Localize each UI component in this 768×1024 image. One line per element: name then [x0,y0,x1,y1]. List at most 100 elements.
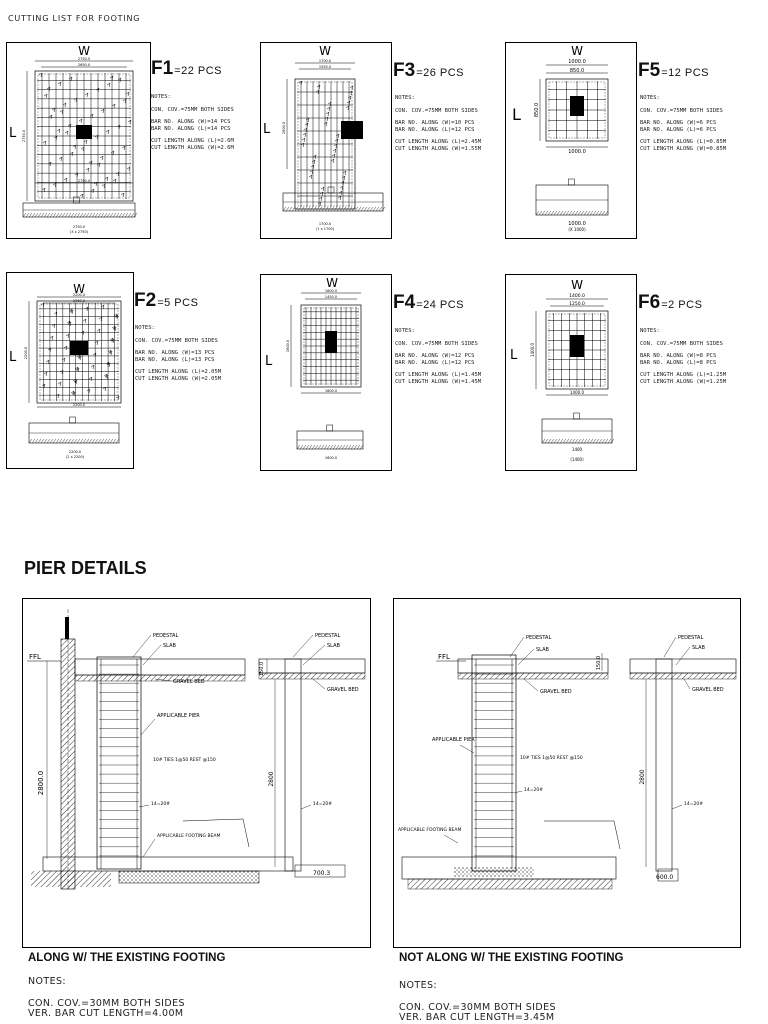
footing-outline [294,78,356,210]
section-hatch [359,444,364,450]
section-hatch [550,438,555,444]
notes-heading: NOTES: [395,95,415,101]
rebar-tie-mark [77,355,82,361]
section-hatch [85,438,90,444]
section-hatch [118,212,123,218]
rebar-tie-mark [67,123,72,129]
bars-label-right: 14=20# [684,801,703,807]
section-hatch [303,206,308,212]
pier-drawing-left: FFL 2800.0 PEDESTAL SLAB GRAVEL BED APPL… [22,598,371,948]
height-dim-right: 2800 [268,771,275,786]
section-hatch [109,212,114,218]
section-hatch [571,438,576,444]
note-cut-l: CUT LENGTH ALONG (L)=2.6M [151,138,234,145]
dim-section-2: (1400) [570,457,584,462]
section-hatch [49,438,54,444]
section-hatch [22,212,27,218]
footing-plan-svg: W L 1600.0 1450.0 1600.0 1600.0 1600.0 [265,276,364,460]
footing-name: F5 [638,60,661,81]
footing-name: F1 [151,58,174,79]
section-hatch [88,438,93,444]
footing-pieces: =26 PCS [416,67,465,79]
rebar-tie-mark [49,335,54,341]
section-hatch [46,438,51,444]
rebar-tie-mark [348,90,353,96]
note-bars-w: BAR NO. ALONG (W)=12 PCS [395,353,475,360]
rebar-tie-mark [349,85,354,91]
dim-top-inner: 2650.0 [78,63,90,67]
section-hatch [91,212,96,218]
dim-side: 2200.0 [24,347,28,359]
dim-top: 1000.0 [568,59,586,65]
rebar-tie-mark [63,345,68,351]
dim-top-inner: 1550.0 [319,65,331,69]
section-hatch [568,438,573,444]
footing-drawing-f1: W L 2750.0 2650.0 2750.0 2750.0 2750.0 (… [6,42,151,239]
footing-heading: F1=22 PCS [151,58,222,80]
rebar-tie-mark [73,379,78,385]
beam-label: APPLICABLE FOOTING BEAM [157,833,220,839]
dim-bottom: 1600.0 [325,389,337,393]
length-label: L [510,348,518,363]
width-label: W [571,44,583,58]
rebar-tie-mark [62,102,67,108]
section-hatch [124,212,129,218]
rebar-tie-mark [45,359,50,365]
section-hatch [61,438,66,444]
rebar-tie-mark [96,328,101,334]
rebar-tie-mark [38,72,43,78]
note-cut-w: CUT LENGTH ALONG (W)=1.25M [640,378,727,385]
rebar-tie-mark [107,349,112,355]
section-hatch [312,206,317,212]
column-block [570,96,584,116]
footing-drawing-f6: W L 1400.0 1250.0 1400.0 1400.0 1400 (14… [505,274,637,471]
section-hatch [559,210,564,216]
section-hatch [327,206,332,212]
section-hatch [28,438,33,444]
rebar-tie-mark [126,166,131,172]
section-hatch [375,206,380,212]
section-hatch [58,212,63,218]
footing-plan-svg: W L 1400.0 1250.0 1400.0 1400.0 1400 (14… [510,278,615,462]
rebar-tie-mark [57,81,62,87]
section-hatch [43,212,48,218]
footing-plan-svg: W L 2200.0 2050.0 2200.0 2200.0 2200.0 (… [9,282,122,459]
rebar-tie-mark [335,133,340,139]
rebar-tie-mark [298,80,303,86]
rebar-tie-mark [84,306,89,312]
width-label: W [319,44,331,58]
section-hatch [347,444,352,450]
rebar-tie-mark [42,140,47,146]
gravel-label-right: GRAVEL BED [692,687,724,693]
section-hatch [103,438,108,444]
cover-line [39,303,119,401]
section-hatch [541,210,546,216]
section-hatch [97,212,102,218]
rebar-tie-mark [47,161,52,167]
dim-section-2: (3 x 2750) [70,230,89,234]
note-bars-w: BAR NO. ALONG (W)=13 PCS [135,350,215,357]
footing-notes: NOTES: CON. COV.=75MM BOTH SIDES BAR NO.… [640,95,760,153]
notes-heading: NOTES: [640,328,660,334]
pedestal-label: PEDESTAL [153,633,178,639]
rebar-tie-mark [55,393,60,399]
base-dim: 600.0 [656,874,673,881]
length-label: L [263,122,271,137]
dim-top-inner: 1450.0 [325,295,337,299]
length-label: L [512,105,521,124]
section-hatch [61,212,66,218]
section-hatch [577,438,582,444]
rebar-tie-mark [92,352,97,358]
section-hatch [294,206,299,212]
rebar-tie-mark [112,178,117,184]
dim-bottom: 1000.0 [568,149,586,155]
rebar-tie-mark [302,132,307,138]
rebar-tie-mark [114,314,119,320]
rebar-tie-mark [103,373,108,379]
section-hatch [544,438,549,444]
dim-section: 2200.0 [69,450,81,454]
section-hatch [43,438,48,444]
ties-label: 10# TIES 1@50 REST @150 [153,757,216,763]
rebar-tie-mark [331,153,336,159]
pier-elevation-svg: FFL 2800.0 PEDESTAL SLAB GRAVEL BED APPL… [27,609,366,890]
